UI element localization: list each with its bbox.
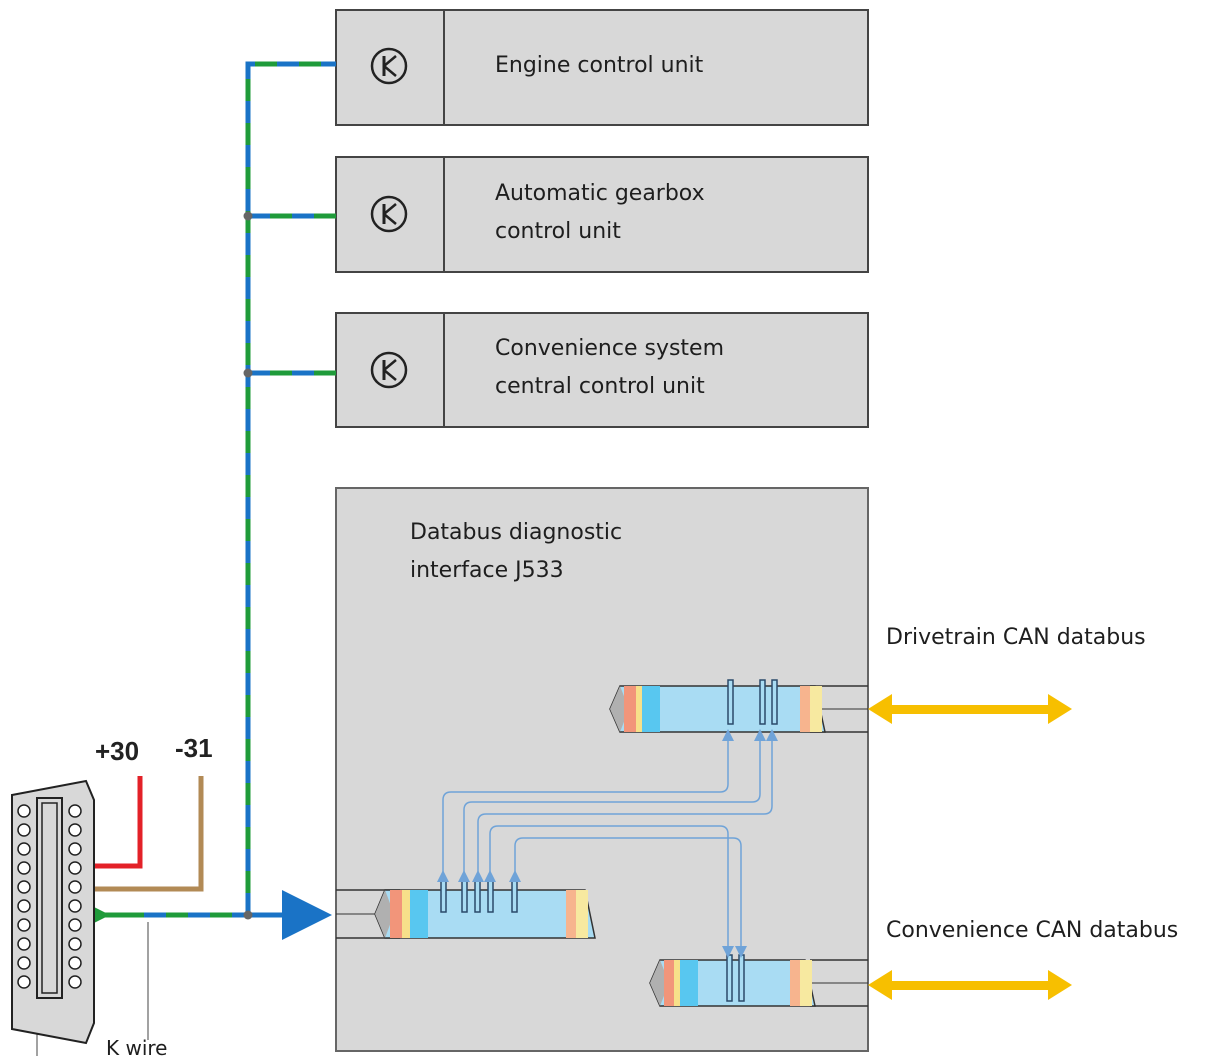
junction-dots	[243, 211, 253, 920]
transistor-symbol-icon	[370, 195, 408, 233]
obd-connector-icon	[11, 779, 95, 1045]
control-unit-box-engine	[335, 9, 869, 126]
signal-routing-lines	[437, 729, 778, 958]
ground-wire-minus31	[92, 776, 204, 892]
double-arrow-icon	[868, 694, 1072, 724]
pin-minus31-label: -31	[175, 733, 213, 763]
power-wire-plus30	[92, 776, 143, 869]
pin-plus30-label: +30	[95, 736, 140, 766]
bus-cylinder-convenience	[649, 954, 816, 1007]
control-unit-box-gearbox	[335, 156, 869, 273]
gateway-box	[335, 487, 869, 1052]
convenience-bus-label: Convenience CAN databus	[886, 918, 1179, 943]
gearbox-unit-label: Automatic gearbox control unit	[495, 181, 705, 244]
engine-unit-label: Engine control unit	[495, 53, 704, 78]
bus-cylinder-drivetrain	[609, 679, 826, 733]
drivetrain-bus-label: Drivetrain CAN databus	[886, 625, 1146, 650]
diagnostic-wire	[100, 61, 336, 918]
k-wire-label: K wire	[106, 1036, 168, 1060]
transistor-symbol-icon	[370, 351, 408, 389]
gateway-label: Databus diagnostic interface J533	[410, 520, 623, 583]
bus-cylinder-diagnostic	[374, 879, 596, 939]
control-unit-box-convenience	[335, 312, 869, 428]
double-arrow-icon	[868, 970, 1072, 1000]
transistor-symbol-icon	[370, 47, 408, 85]
convenience-unit-label: Convenience system central control unit	[495, 336, 725, 399]
